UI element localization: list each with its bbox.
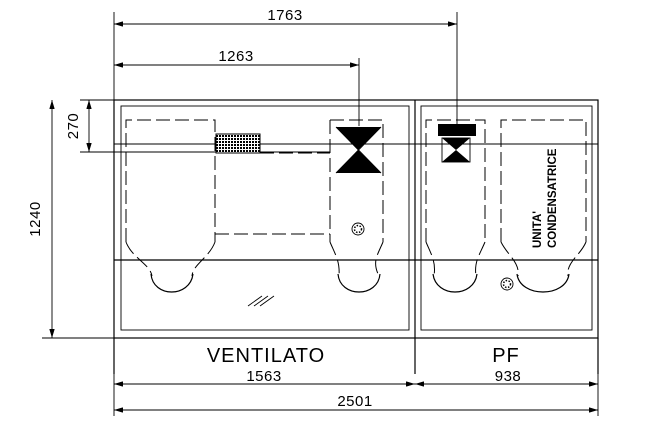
display-case-left xyxy=(125,119,216,293)
fan-icon-pf xyxy=(500,277,514,291)
condensing-unit-label-line2: CONDENSATRICE xyxy=(547,148,559,248)
display-case-pf xyxy=(425,119,486,293)
dimension-1563-label: 1563 xyxy=(246,368,281,385)
dimension-270-label: 270 xyxy=(65,113,82,140)
dimension-938-label: 938 xyxy=(495,368,522,385)
condensing-unit-label-line1: UNITA' xyxy=(532,211,544,248)
dimension-938: 938 xyxy=(415,368,598,387)
dimension-1763-label: 1763 xyxy=(267,7,302,24)
air-grille xyxy=(215,133,261,154)
valve-large-icon xyxy=(335,126,382,174)
dimension-1240-label: 1240 xyxy=(27,201,44,236)
dimension-1263-label: 1263 xyxy=(218,48,253,65)
fan-icon-ventilato xyxy=(351,222,365,236)
dimension-2501: 2501 xyxy=(113,374,599,416)
air-duct xyxy=(215,119,384,293)
section-label-pf: PF xyxy=(492,345,520,367)
dimension-1563: 1563 xyxy=(114,368,415,387)
section-label-ventilato: VENTILATO xyxy=(207,345,325,367)
dimension-1240: 1240 xyxy=(27,100,114,339)
cold-room-outline xyxy=(113,99,599,339)
valve-small-icon xyxy=(438,124,476,163)
section-label-band: VENTILATO PF xyxy=(113,338,599,374)
dimension-1263: 1263 xyxy=(114,48,360,126)
dimension-1763: 1763 xyxy=(113,7,458,126)
condensing-unit: UNITA' CONDENSATRICE xyxy=(500,119,587,293)
glass-hatch-ventilato xyxy=(247,295,275,307)
dimension-2501-label: 2501 xyxy=(337,393,372,410)
dimension-270: 270 xyxy=(65,99,330,153)
